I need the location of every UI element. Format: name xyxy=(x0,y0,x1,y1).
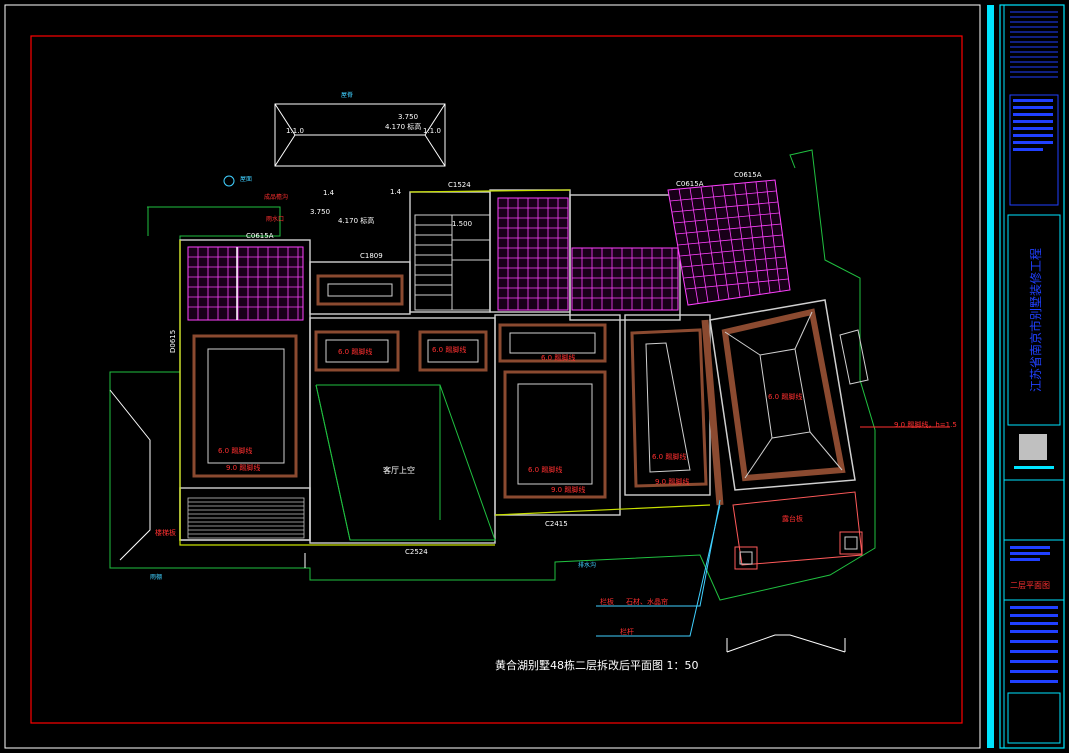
note-red-2: 9.0 踢脚线 xyxy=(226,463,260,472)
note-red-4: 6.0 踢脚线 xyxy=(432,345,466,354)
legend-1: 屋面 xyxy=(240,176,252,183)
note-red-1: 6.0 踢脚线 xyxy=(218,446,252,455)
note-red-13: 雨水口 xyxy=(266,215,284,223)
note-red-11: 9.0 踢脚线，h=1.5 xyxy=(894,420,957,429)
pyramid-skylight xyxy=(701,299,869,506)
leader-1: 石材、水晶帘 xyxy=(626,597,668,606)
note-red-3: 6.0 踢脚线 xyxy=(338,347,372,356)
legend-3: 排水沟 xyxy=(578,561,596,569)
dim-c2524: C2524 xyxy=(405,548,428,556)
dim-c0615a-top1: C0615A xyxy=(676,180,704,188)
dim-c0615a-top2: C0615A xyxy=(734,171,762,179)
wall-edges xyxy=(179,189,711,546)
elev-4: 3.750 xyxy=(310,208,330,216)
note-red-12: 成品檐沟 xyxy=(264,193,288,201)
note-red-6: 6.0 踢脚线 xyxy=(528,465,562,474)
top-label: 屋脊 xyxy=(341,91,353,99)
dim-c0615a-left: C0615A xyxy=(246,232,274,240)
dim-d0615: D0615 xyxy=(169,330,177,353)
dimension-texts: C1524 C1809 C0615A C0615A C0615A C2524 C… xyxy=(169,113,762,556)
side-note-2: 栏板 xyxy=(600,597,614,606)
grid-marker xyxy=(223,175,235,187)
dim-c2415: C2415 xyxy=(545,520,568,528)
red-annotations: 6.0 踢脚线 9.0 踢脚线 6.0 踢脚线 6.0 踢脚线 6.0 踢脚线 … xyxy=(155,193,957,636)
dim-c1809: C1809 xyxy=(360,252,383,260)
sheet-name: 二层平面图 xyxy=(1010,581,1050,590)
dim-c1524: C1524 xyxy=(448,181,471,189)
drawing-border-outer xyxy=(4,4,981,749)
ceiling-coffers xyxy=(192,274,708,499)
legend-2: 雨棚 xyxy=(150,573,162,581)
living-void xyxy=(315,384,496,541)
cyan-labels: 屋脊 屋面 雨棚 排水沟 xyxy=(150,91,596,581)
slope-1: 1:1.0 xyxy=(286,127,304,135)
elev-3: 4.170 标高 xyxy=(338,216,374,225)
title-block: 江苏省南京市别墅装修工程 二层平面图 xyxy=(987,4,1065,749)
elev-5: 1.500 xyxy=(452,220,472,228)
side-note-1: 楼梯板 xyxy=(155,528,176,537)
stair-block xyxy=(414,214,491,311)
tile-grid-4 xyxy=(667,179,791,306)
section-symbol xyxy=(726,634,846,653)
note-red-5: 6.0 踢脚线 xyxy=(541,353,575,362)
stair-treads-bottom xyxy=(187,497,305,539)
leader-lines xyxy=(596,426,950,637)
walls xyxy=(179,189,711,544)
note-red-10: 6.0 踢脚线 xyxy=(768,392,802,401)
drawing-title: 黄合湖别墅48栋二层拆改后平面图 1：50 xyxy=(495,658,699,672)
terrace xyxy=(732,491,863,570)
drawing-border-red xyxy=(30,35,963,724)
note-red-9: 9.0 踢脚线 xyxy=(655,477,689,486)
elev-1: 3.750 xyxy=(398,113,418,121)
project-name: 江苏省南京市别墅装修工程 xyxy=(1028,248,1043,392)
slope-2: 1:1.0 xyxy=(423,127,441,135)
leader-2: 栏杆 xyxy=(620,627,634,636)
elev-2: 4.170 标高 xyxy=(385,122,421,131)
tile-grid-3 xyxy=(571,247,679,311)
slope-4: 1.4 xyxy=(390,188,402,196)
tile-grid-2 xyxy=(497,197,569,311)
note-red-7: 9.0 踢脚线 xyxy=(551,485,585,494)
roof-outline xyxy=(109,103,446,568)
slope-3: 1.4 xyxy=(323,189,335,197)
terrace-label: 露台板 xyxy=(782,514,803,523)
note-red-8: 6.0 踢脚线 xyxy=(652,452,686,461)
tile-grid-1 xyxy=(187,246,304,321)
room-living-void: 客厅上空 xyxy=(383,465,415,475)
